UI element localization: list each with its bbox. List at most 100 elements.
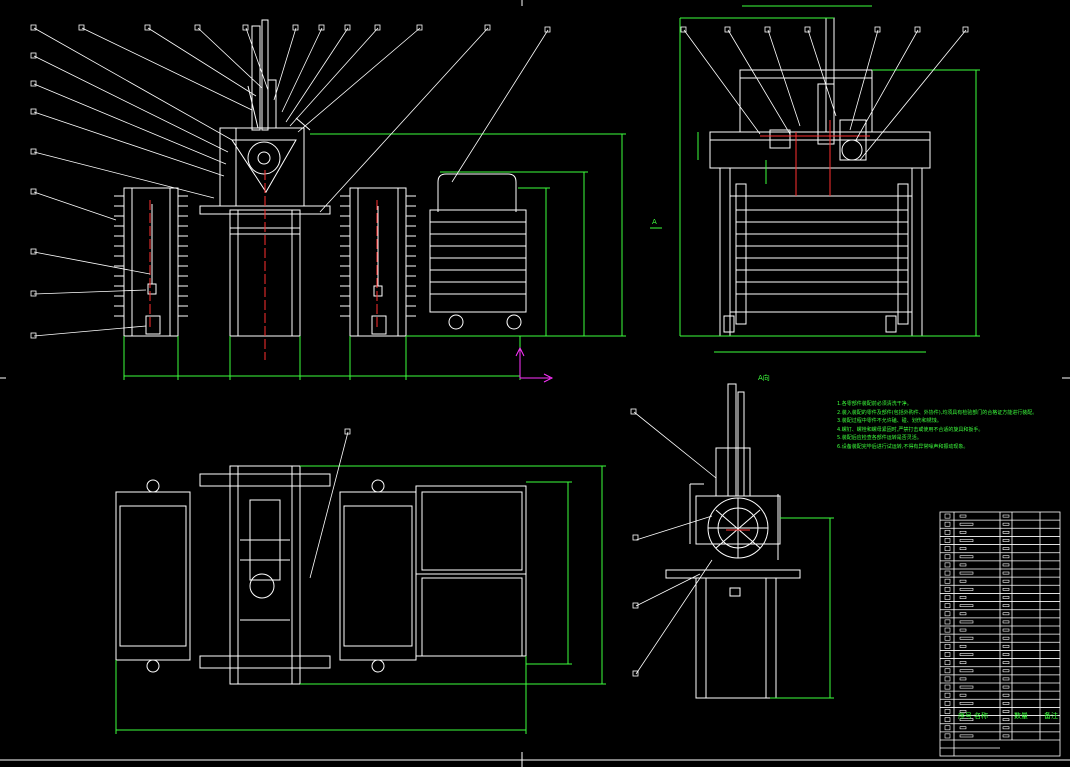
parts-row-qty-cell xyxy=(1002,701,1010,705)
parts-row-index-cell xyxy=(944,586,951,592)
parts-row-index-cell xyxy=(944,595,951,600)
side-view-dimensions xyxy=(679,5,980,353)
parts-row-name-cell xyxy=(959,522,974,526)
parts-row-qty-cell xyxy=(1002,661,1010,665)
parts-row-qty-cell xyxy=(1002,579,1010,583)
parts-row-qty-cell xyxy=(1002,653,1010,656)
side-view xyxy=(709,17,931,337)
parts-row-name-cell xyxy=(959,604,974,608)
parts-row-name-cell xyxy=(959,571,974,575)
front-view-dimensions xyxy=(123,133,626,380)
left-rack-slats xyxy=(114,195,188,317)
parts-row-index-cell xyxy=(944,521,951,527)
detail-view-leaders xyxy=(630,408,717,677)
parts-row-name-cell xyxy=(959,693,967,697)
detail-view-dimensions xyxy=(770,517,834,699)
parts-row-index-cell xyxy=(944,733,951,739)
parts-row-index-cell xyxy=(944,676,951,682)
parts-row-name-cell xyxy=(959,514,967,518)
parts-row-index-cell xyxy=(944,717,951,723)
title-block-footer-0: 序号 xyxy=(958,711,972,720)
parts-row-qty-cell xyxy=(1002,547,1010,551)
top-view-leader xyxy=(309,428,351,579)
view-label-a: A xyxy=(652,218,657,226)
parts-row-index-cell xyxy=(944,692,951,698)
parts-row-name-cell xyxy=(959,726,967,730)
parts-row-index-cell xyxy=(944,603,951,609)
parts-row-name-cell xyxy=(959,555,974,559)
parts-row-qty-cell xyxy=(1002,571,1010,575)
front-view-centerlines xyxy=(149,170,378,360)
parts-row-qty-cell xyxy=(1002,718,1010,722)
technical-notes: 1.各零部件装配前必须清洗干净。 2.装入装配的零件及部件(包括外购件、外协件)… xyxy=(837,400,1057,452)
parts-row-index-cell xyxy=(944,554,951,560)
parts-row-qty-cell xyxy=(1002,620,1010,624)
parts-row-qty-cell xyxy=(1002,514,1010,518)
parts-row-qty-cell xyxy=(1002,522,1010,526)
parts-row-name-cell xyxy=(959,734,974,738)
note-line: 5.装配后应检查各部件运转是否灵活。 xyxy=(837,435,922,442)
note-line: 4.螺钉、螺栓和螺母紧固时,严禁打击或使用不合适的旋具和扳手。 xyxy=(837,426,984,433)
parts-row-name-cell xyxy=(959,579,967,583)
parts-row-index-cell xyxy=(944,619,951,625)
parts-row-qty-cell xyxy=(1002,685,1010,689)
side-view-leaders xyxy=(680,26,969,161)
parts-row-qty-cell xyxy=(1002,596,1010,599)
parts-row-index-cell xyxy=(944,611,951,617)
note-line: 1.各零部件装配前必须清洗干净。 xyxy=(837,401,912,407)
note-line: 3.装配过程中零件不允许磕、碰、划伤和锈蚀。 xyxy=(837,418,942,425)
parts-row-name-cell xyxy=(959,547,967,551)
parts-row-name-cell xyxy=(959,685,974,689)
parts-row-index-cell xyxy=(944,529,951,535)
parts-row-qty-cell xyxy=(1002,726,1010,730)
parts-row-index-cell xyxy=(944,570,951,576)
parts-row-name-cell xyxy=(959,587,974,591)
parts-row-index-cell xyxy=(944,660,951,666)
parts-row-qty-cell xyxy=(1002,710,1010,713)
parts-row-name-cell xyxy=(959,677,967,681)
parts-row-index-cell xyxy=(944,652,951,657)
front-view-leaders xyxy=(33,27,549,337)
parts-row-name-cell xyxy=(959,653,974,656)
parts-row-index-cell xyxy=(944,578,951,584)
parts-row-qty-cell xyxy=(1002,539,1010,542)
parts-row-name-cell xyxy=(959,612,967,616)
detail-view xyxy=(665,383,801,699)
front-view xyxy=(114,19,527,337)
parts-row-qty-cell xyxy=(1002,628,1010,632)
parts-row-name-cell xyxy=(959,596,967,599)
parts-row-name-cell xyxy=(959,718,974,722)
parts-row-name-cell xyxy=(959,710,967,713)
parts-row-qty-cell xyxy=(1002,563,1010,567)
top-view xyxy=(115,465,527,685)
parts-row-index-cell xyxy=(944,562,951,568)
note-line: 2.装入装配的零件及部件(包括外购件、外协件),均须具有检验部门的合格证方能进行… xyxy=(837,409,1038,416)
title-block-fills xyxy=(944,513,1010,739)
side-view-centerlines xyxy=(760,120,870,196)
title-block-footer-3: 备注 xyxy=(1044,711,1058,720)
parts-row-index-cell xyxy=(944,513,951,519)
parts-row-index-cell xyxy=(944,700,951,706)
parts-row-name-cell xyxy=(959,563,967,567)
parts-row-qty-cell xyxy=(1002,677,1010,681)
parts-row-name-cell xyxy=(959,669,974,673)
parts-row-index-cell xyxy=(944,635,951,641)
parts-row-qty-cell xyxy=(1002,644,1010,648)
parts-row-qty-cell xyxy=(1002,636,1010,640)
parts-row-index-cell xyxy=(944,684,951,690)
parts-row-index-cell xyxy=(944,668,951,674)
parts-row-qty-cell xyxy=(1002,555,1010,559)
parts-row-index-cell xyxy=(944,627,951,633)
title-block xyxy=(939,511,1061,757)
parts-row-name-cell xyxy=(959,661,967,665)
parts-row-index-cell xyxy=(944,725,951,731)
parts-row-name-cell xyxy=(959,628,967,632)
front-view-balloons xyxy=(30,24,551,339)
parts-row-index-cell xyxy=(944,546,951,552)
parts-row-index-cell xyxy=(944,643,951,649)
parts-row-name-cell xyxy=(959,636,974,640)
title-block-footer-1: 名称 xyxy=(974,711,988,720)
title-block-footer-2: 数量 xyxy=(1014,711,1028,720)
parts-row-qty-cell xyxy=(1002,604,1010,608)
